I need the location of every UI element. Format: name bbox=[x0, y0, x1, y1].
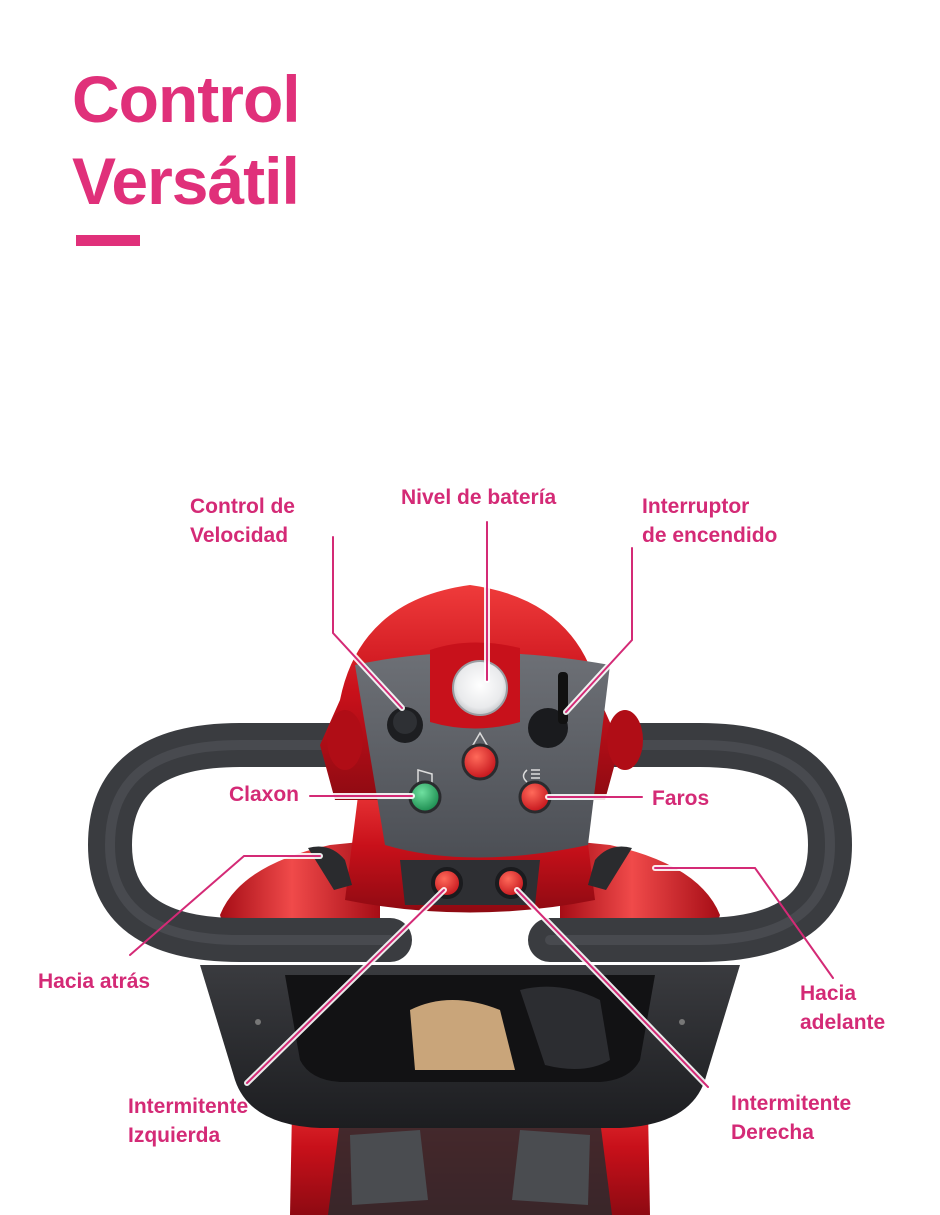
horn-icon bbox=[417, 769, 433, 787]
title-line-2: Versátil bbox=[72, 144, 300, 218]
key-icon[interactable] bbox=[558, 672, 568, 724]
control-console bbox=[320, 585, 643, 899]
label-speed-control-line-1: Control de bbox=[190, 495, 295, 518]
label-left-turn-signal-line-2: Izquierda bbox=[128, 1124, 221, 1147]
label-power-switch-line-1: Interruptor bbox=[642, 495, 750, 518]
callout-lines bbox=[129, 519, 834, 1090]
label-left-turn-signal: Intermitente Izquierda bbox=[128, 1092, 248, 1150]
label-forward: Hacia adelante bbox=[800, 979, 885, 1037]
label-right-turn-signal-line-1: Intermitente bbox=[731, 1092, 852, 1115]
label-reverse: Hacia atrás bbox=[38, 970, 151, 993]
label-forward-line-2: adelante bbox=[800, 1011, 886, 1034]
label-speed-control: Control de Velocidad bbox=[190, 492, 295, 550]
label-right-turn-signal: Intermitente Derecha bbox=[731, 1089, 851, 1147]
label-power-switch-line-2: de encendido bbox=[642, 524, 778, 547]
label-left-turn-signal-line-1: Intermitente bbox=[128, 1095, 249, 1118]
page-title: Control Versátil bbox=[72, 58, 301, 222]
title-line-1: Control bbox=[72, 62, 301, 136]
label-horn: Claxon bbox=[229, 783, 300, 806]
hazard-button[interactable] bbox=[461, 743, 499, 781]
label-power-switch: Interruptor de encendido bbox=[642, 492, 777, 550]
label-battery-level: Nivel de batería bbox=[401, 486, 557, 509]
title-underline bbox=[76, 235, 140, 246]
label-forward-line-1: Hacia bbox=[800, 982, 857, 1005]
label-headlights: Faros bbox=[652, 787, 710, 810]
label-speed-control-line-2: Velocidad bbox=[190, 524, 289, 547]
front-basket bbox=[200, 965, 740, 1128]
label-right-turn-signal-line-2: Derecha bbox=[731, 1121, 814, 1144]
